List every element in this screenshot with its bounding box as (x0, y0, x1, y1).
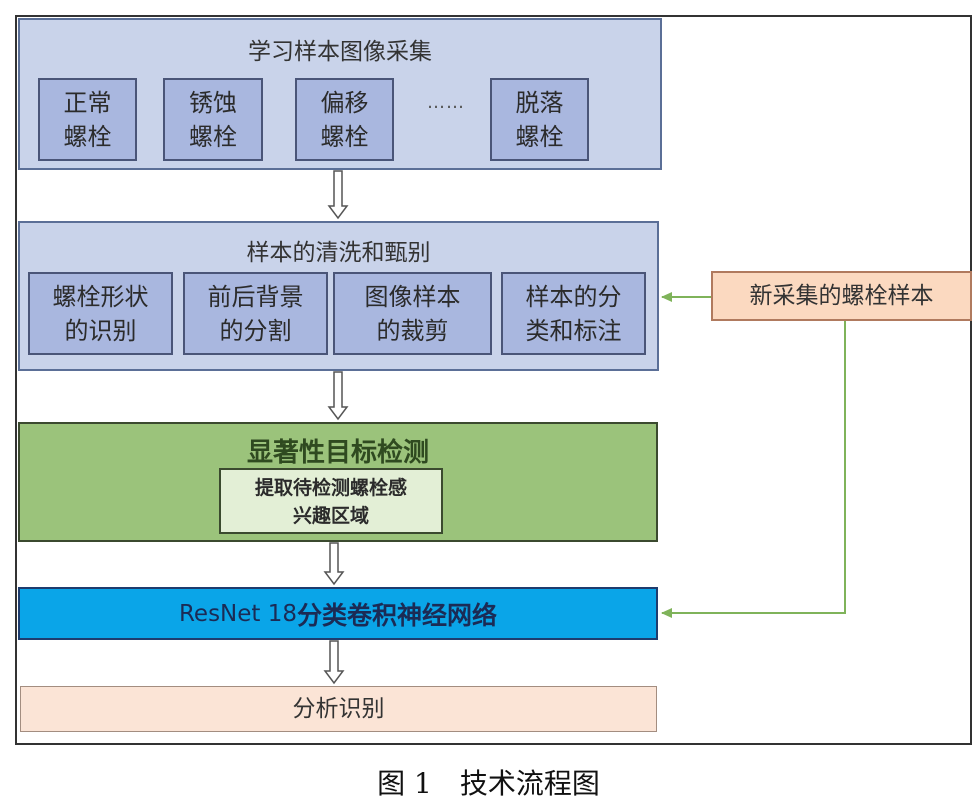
sample-type-offset-bolt: 偏移 螺栓 (295, 78, 394, 161)
cleaning-step-label-line1: 前后背景 (207, 283, 304, 311)
cleaning-step-shape-recognition: 螺栓形状 的识别 (28, 272, 173, 355)
stage-salient-object-detection-title: 显著性目标检测 (246, 438, 429, 468)
sample-type-label-line2: 螺栓 (63, 123, 112, 151)
stage-analysis-recognition: 分析识别 (20, 686, 657, 732)
cleaning-step-label-line2: 的识别 (64, 317, 137, 345)
cleaning-step-label-line2: 的裁剪 (376, 317, 449, 345)
stage-sample-cleaning-title: 样本的清洗和甄别 (246, 240, 431, 266)
cleaning-step-classification-annotation: 样本的分 类和标注 (501, 272, 646, 355)
cleaning-step-background-segmentation: 前后背景 的分割 (183, 272, 328, 355)
sample-type-corroded-bolt: 锈蚀 螺栓 (163, 78, 263, 161)
sample-type-label-line1: 锈蚀 (189, 89, 237, 117)
sample-type-detached-bolt: 脱落 螺栓 (490, 78, 589, 161)
sample-type-ellipsis: …… (427, 92, 465, 113)
roi-extraction-line1: 提取待检测螺栓感 (254, 477, 407, 499)
resnet-model-name: ResNet 18 (178, 600, 298, 627)
resnet-classifier-label: 分类卷积神经网络 (297, 600, 498, 630)
sample-type-label-line2: 螺栓 (515, 123, 564, 151)
cleaning-step-label-line2: 的分割 (219, 317, 292, 345)
cleaning-step-label-line1: 螺栓形状 (52, 283, 149, 311)
sample-type-label-line2: 螺栓 (320, 123, 369, 151)
sample-type-label-line1: 脱落 (515, 89, 564, 117)
cleaning-step-label-line1: 图像样本 (364, 283, 461, 311)
sample-type-label-line2: 螺栓 (189, 123, 237, 151)
roi-extraction-box: 提取待检测螺栓感 兴趣区域 (219, 468, 443, 534)
sample-type-normal-bolt: 正常 螺栓 (38, 78, 137, 161)
cleaning-step-label-line1: 样本的分 (525, 283, 622, 311)
cleaning-step-label-line2: 类和标注 (525, 317, 622, 345)
stage-salient-object-detection: 显著性目标检测 提取待检测螺栓感 兴趣区域 (18, 422, 658, 542)
roi-extraction-line2: 兴趣区域 (292, 505, 369, 527)
sample-type-label-line1: 正常 (63, 89, 112, 117)
sample-type-label-line1: 偏移 (320, 89, 369, 117)
new-bolt-samples-box: 新采集的螺栓样本 (711, 271, 972, 321)
cleaning-step-image-cropping: 图像样本 的裁剪 (333, 272, 492, 355)
stage-sample-acquisition-title: 学习样本图像采集 (248, 39, 432, 65)
figure-caption: 图 1 技术流程图 (377, 767, 600, 800)
